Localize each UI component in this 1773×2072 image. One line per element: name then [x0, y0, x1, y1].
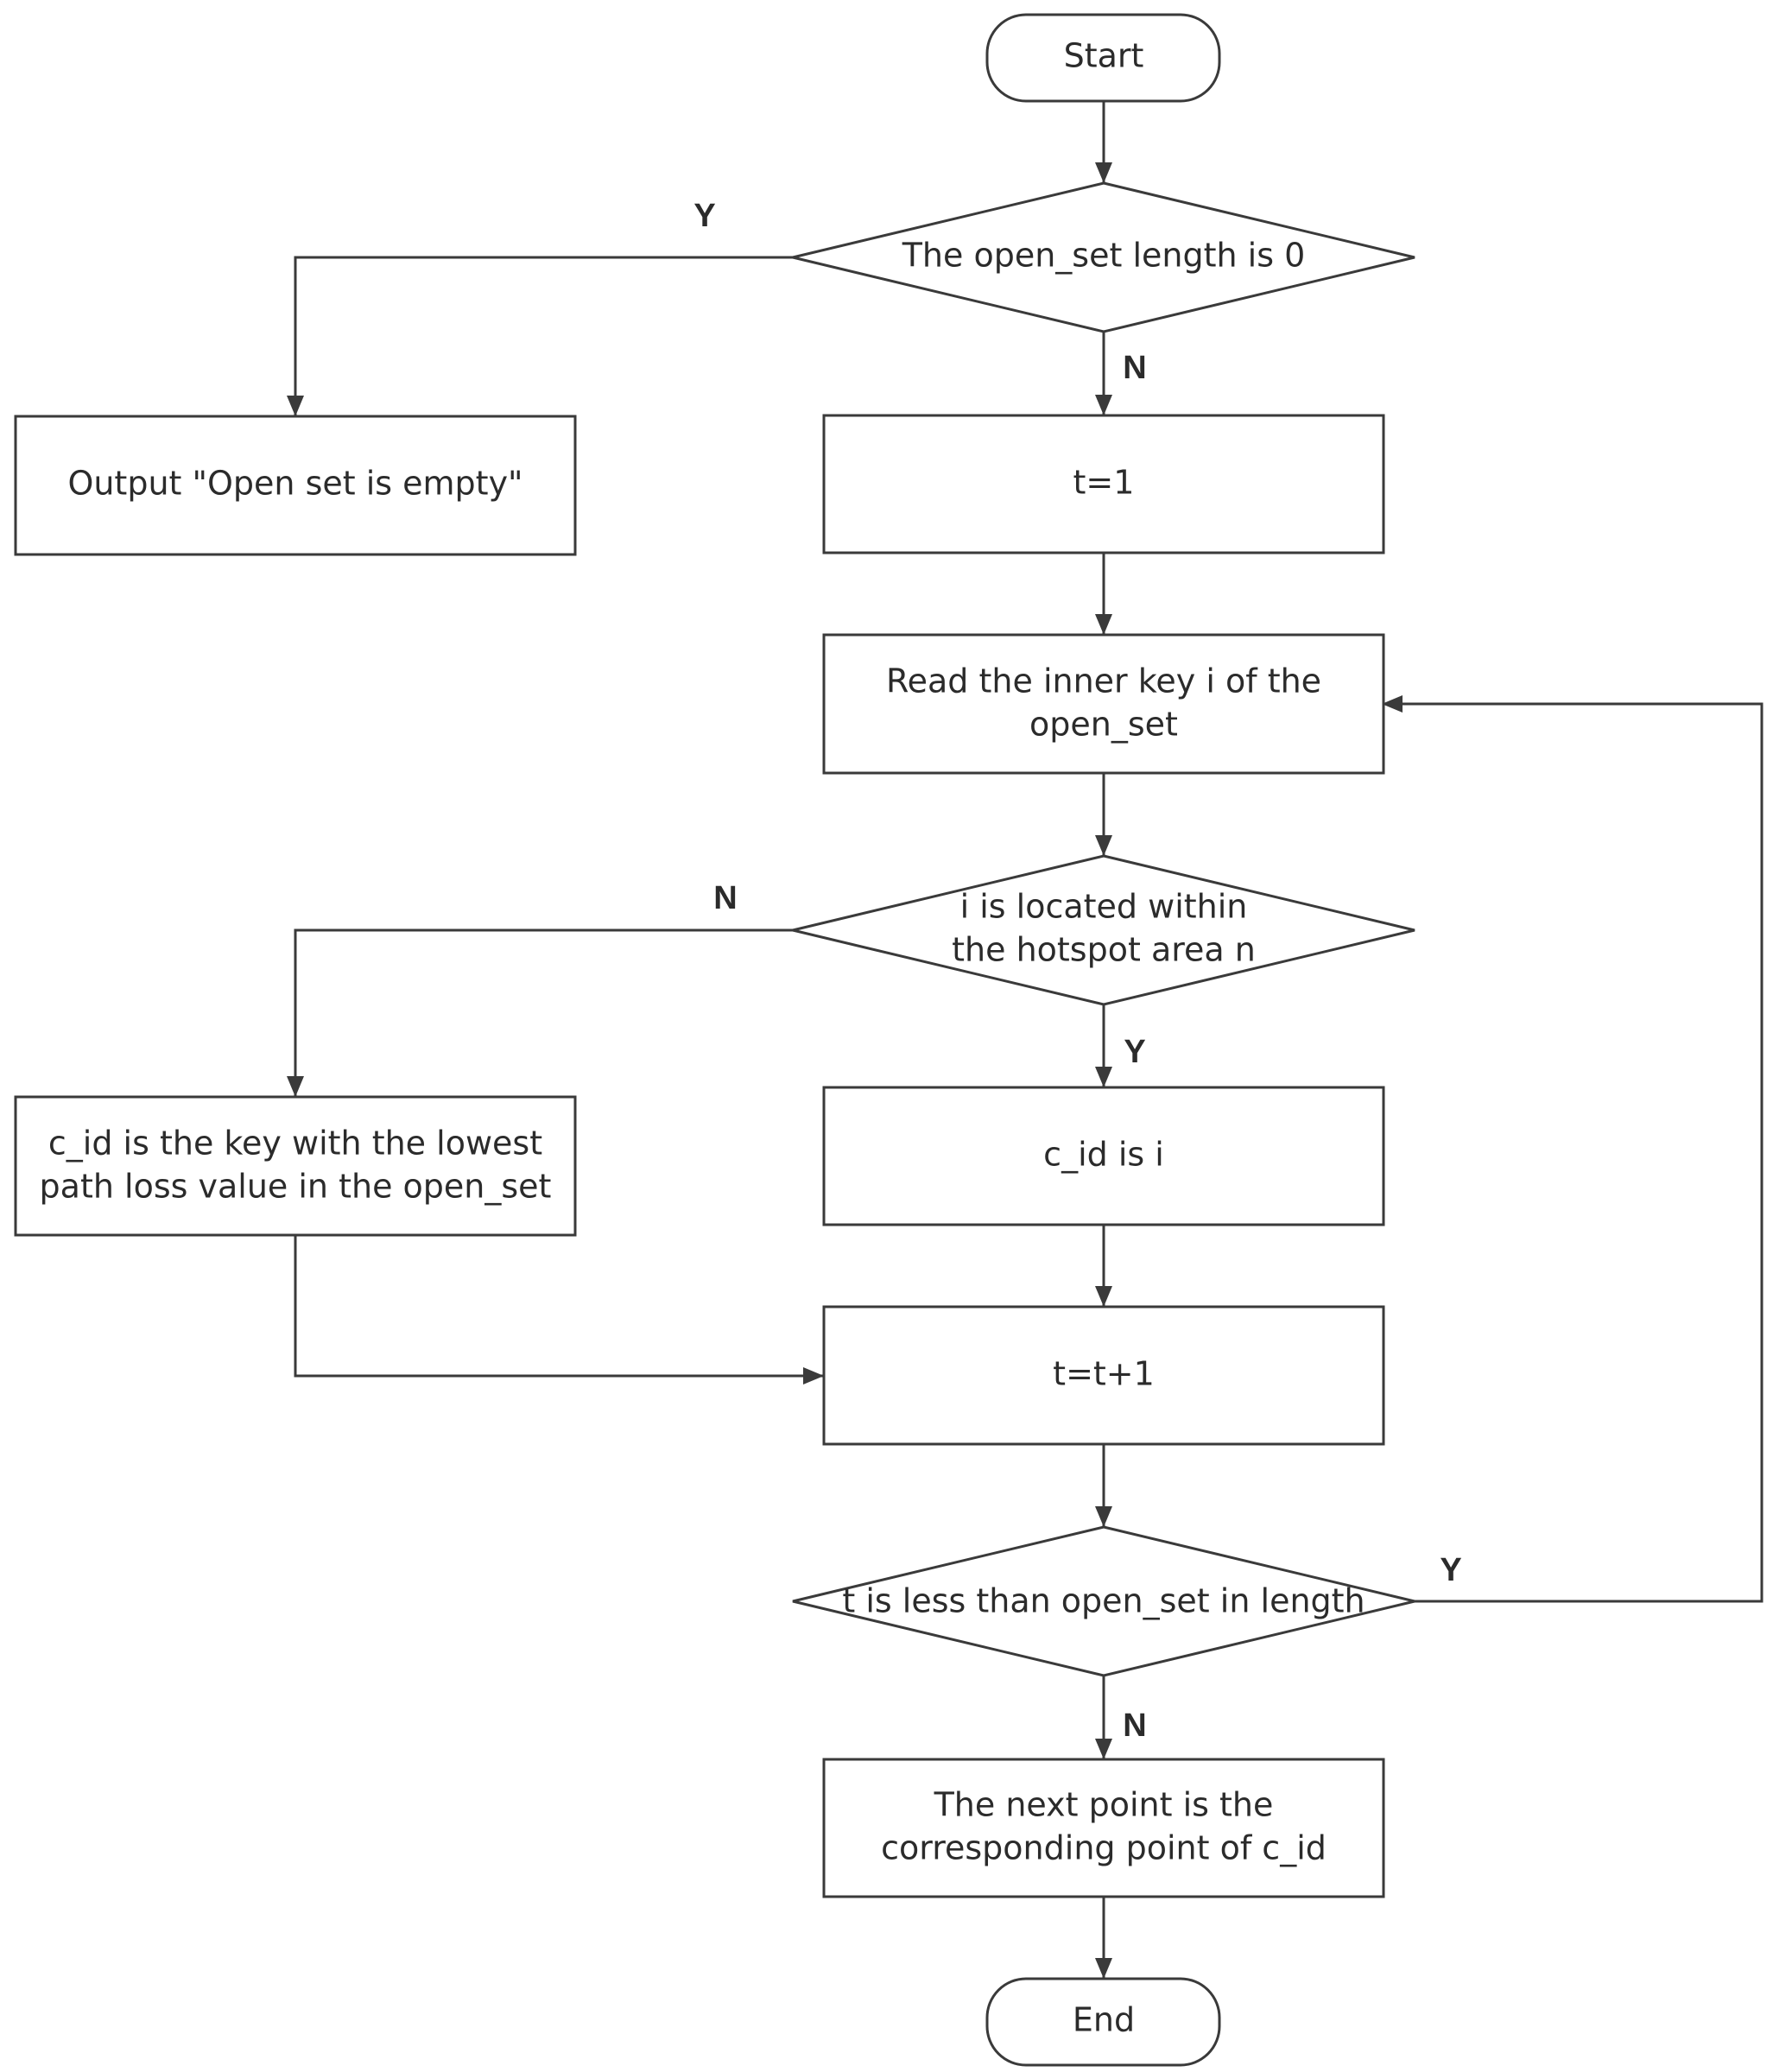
read-key-node: Read the inner key i of the open_set [822, 633, 1385, 775]
lowest-loss-label-line2: path loss value in the open_set [40, 1168, 552, 1206]
edge-lowest-to-increment [294, 1235, 824, 1385]
check-length-label: t is less than open_set in length [842, 1582, 1365, 1620]
check-empty-decision: The open_set length is 0 [792, 181, 1415, 333]
assign-cid-label: c_id is i [1043, 1136, 1164, 1174]
edge-check-empty-yes [287, 256, 793, 416]
read-key-label-line1: Read the inner key i of the [886, 662, 1321, 700]
init-t-node: t=1 [822, 414, 1385, 554]
read-key-label-line2: open_set [1029, 706, 1178, 744]
edge-check-length-yes [1382, 695, 1764, 1603]
next-point-label-line2: corresponding point of c_id [881, 1829, 1327, 1867]
lowest-loss-label-line1: c_id is the key with the lowest [48, 1125, 542, 1163]
check-hotspot-label-line2: the hotspot area n [952, 931, 1256, 969]
lowest-loss-node: c_id is the key with the lowest path los… [14, 1095, 577, 1237]
edge-hotspot-no [287, 928, 793, 1097]
edge-label-length-no: N [1123, 1708, 1146, 1744]
edge-label-empty-no: N [1123, 350, 1146, 386]
connectors [287, 101, 1764, 1979]
output-empty-node: Output "Open set is empty" [14, 415, 577, 556]
start-label: Start [1064, 37, 1144, 75]
next-point-node: The next point is the corresponding poin… [822, 1758, 1385, 1898]
nodes: Start The open_set length is 0 Output "O… [14, 13, 1415, 2067]
start-node: Start [985, 13, 1221, 103]
increment-t-node: t=t+1 [822, 1305, 1385, 1446]
edge-labels: Y N N Y Y N [693, 198, 1461, 1744]
check-length-decision: t is less than open_set in length [792, 1525, 1415, 1677]
end-node: End [985, 1977, 1221, 2067]
output-empty-label: Output "Open set is empty" [67, 465, 522, 503]
check-empty-label: The open_set length is 0 [902, 237, 1306, 275]
edge-label-hotspot-no: N [713, 880, 737, 916]
increment-t-label: t=t+1 [1053, 1355, 1155, 1393]
check-hotspot-decision: i is located within the hotspot area n [792, 854, 1415, 1006]
next-point-label-line1: The next point is the [934, 1786, 1274, 1824]
check-hotspot-label-line1: i is located within [960, 888, 1248, 926]
assign-cid-node: c_id is i [822, 1086, 1385, 1226]
edge-label-length-yes: Y [1440, 1552, 1461, 1588]
init-t-label: t=1 [1073, 464, 1135, 502]
edge-label-hotspot-yes: Y [1124, 1034, 1145, 1070]
end-label: End [1073, 2001, 1135, 2039]
edge-label-empty-yes: Y [693, 198, 715, 234]
